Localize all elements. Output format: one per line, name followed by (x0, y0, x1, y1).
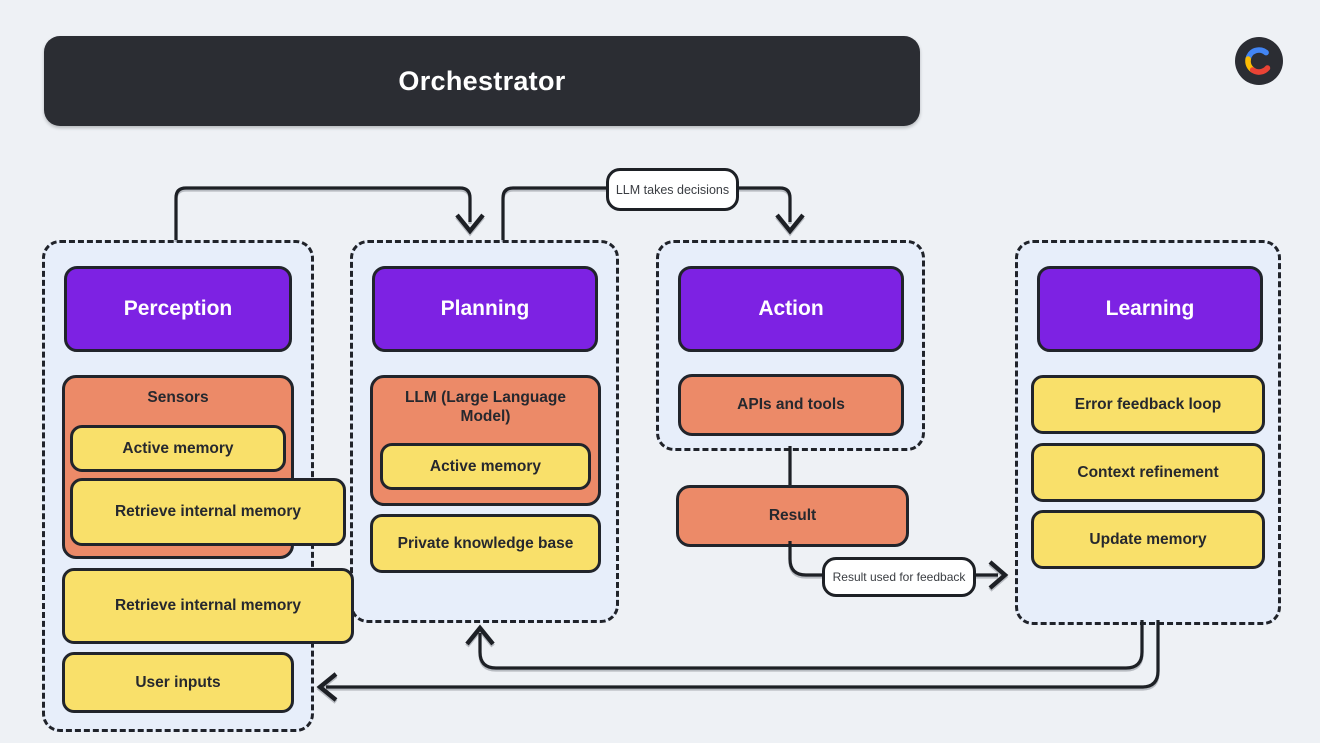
arrow-learning-to-planning (478, 620, 1144, 670)
learning-title-box: Learning (1037, 266, 1263, 352)
llm-takes-decisions-pill: LLM takes decisions (606, 168, 739, 211)
planning-title: Planning (440, 296, 530, 320)
context-refinement-label: Context refinement (1077, 463, 1219, 481)
apis-and-tools-label: APIs and tools (737, 396, 845, 414)
update-memory-node: Update memory (1031, 510, 1265, 569)
result-used-for-feedback-pill: Result used for feedback (822, 557, 976, 597)
perception-active-memory-label: Active memory (122, 439, 234, 457)
action-title-box: Action (678, 266, 904, 352)
perception-retrieve-memory-label: Retrieve internal memory (114, 597, 302, 615)
result-used-for-feedback-label: Result used for feedback (832, 570, 966, 584)
c-logo-icon (1235, 37, 1283, 85)
arrowhead-into-action-top (775, 213, 805, 235)
learning-title: Learning (1105, 296, 1195, 320)
llm-takes-decisions-label: LLM takes decisions (615, 182, 730, 197)
error-feedback-loop-node: Error feedback loop (1031, 375, 1265, 434)
orchestrator-label: Orchestrator (398, 65, 566, 96)
result-label: Result (768, 507, 817, 525)
arrow-perception-to-planning (174, 186, 472, 240)
arrowhead-into-planning-bottom (465, 624, 495, 646)
planning-active-memory-label: Active memory (429, 457, 542, 475)
private-knowledge-base-node: Private knowledge base (370, 514, 601, 573)
user-inputs-node: User inputs (62, 652, 294, 713)
error-feedback-loop-label: Error feedback loop (1074, 395, 1222, 413)
context-refinement-node: Context refinement (1031, 443, 1265, 502)
action-title: Action (758, 296, 824, 320)
arrow-learning-to-user-inputs (326, 620, 1160, 689)
arrowhead-into-learning-left (988, 560, 1009, 590)
perception-retrieve-memory-node: Retrieve internal memory (62, 568, 354, 644)
orchestrator-box: Orchestrator (44, 36, 920, 126)
sensors-group-title: Sensors (147, 389, 209, 406)
apis-and-tools-node: APIs and tools (678, 374, 904, 436)
arrowhead-into-planning-top (455, 213, 485, 235)
arrowhead-into-user-inputs (316, 672, 338, 702)
planning-title-box: Planning (372, 266, 598, 352)
result-node: Result (676, 485, 909, 547)
perception-retrieve-memory-inner-label: Retrieve internal memory (114, 503, 302, 521)
planning-active-memory-node: Active memory (380, 443, 591, 490)
private-knowledge-base-label: Private knowledge base (397, 534, 574, 552)
update-memory-label: Update memory (1089, 530, 1207, 548)
llm-group-title: LLM (Large Language Model) (404, 389, 567, 426)
perception-title: Perception (123, 296, 233, 320)
user-inputs-label: User inputs (135, 673, 221, 691)
perception-retrieve-memory-inner-node: Retrieve internal memory (70, 478, 346, 546)
perception-title-box: Perception (64, 266, 292, 352)
perception-active-memory-node: Active memory (70, 425, 286, 472)
